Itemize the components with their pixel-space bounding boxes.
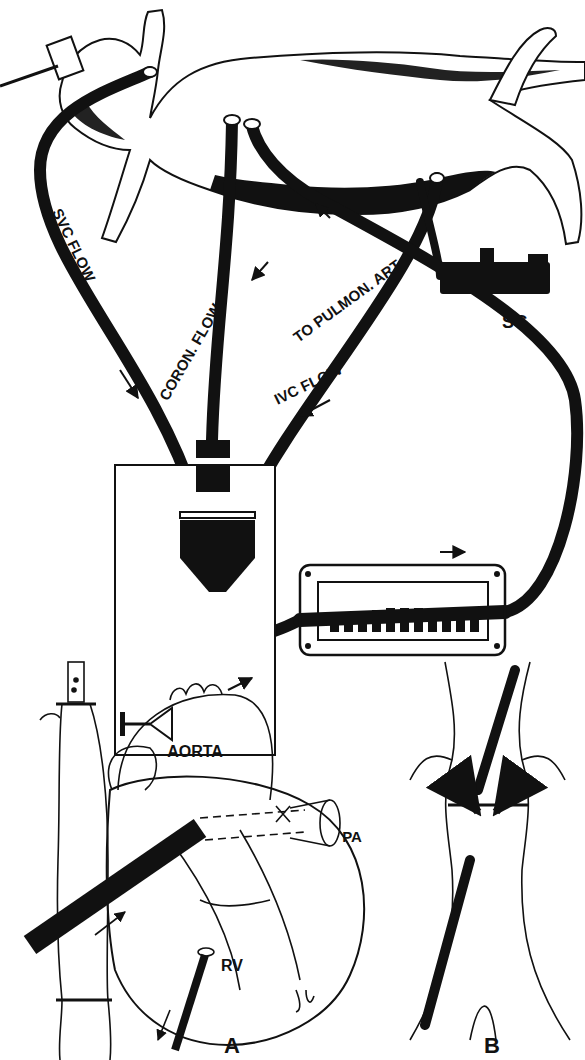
coronary-vessel (200, 900, 270, 906)
figure-label: SG (502, 313, 528, 331)
flow-arrow (316, 204, 330, 218)
sg-knob (480, 248, 494, 264)
cannula-tip (143, 67, 157, 77)
ligature (40, 714, 60, 720)
flow-arrow (440, 551, 465, 553)
cannula-dashed (200, 810, 305, 818)
ligature (448, 804, 528, 807)
pump-roller (414, 608, 423, 632)
bubble (74, 678, 78, 682)
heart-outline (107, 776, 364, 1045)
stand-clamp (150, 708, 172, 740)
pump-housing (300, 565, 505, 655)
pump-screw (305, 643, 311, 649)
flow-arrow (120, 370, 138, 398)
signature (296, 990, 314, 1012)
pump-roller (344, 614, 353, 632)
flow-arrow (496, 790, 512, 812)
rv-purse-string (198, 948, 214, 956)
sg-device (440, 248, 550, 294)
pump-roller (428, 610, 437, 632)
pump-roller (330, 618, 339, 632)
pa-cannula (30, 828, 200, 945)
flow-arrow (300, 400, 330, 416)
heart-panel (30, 662, 364, 1060)
ligature (56, 999, 112, 1002)
pump-roller (358, 612, 367, 632)
pump-roller (386, 608, 395, 632)
svc-catheter-b (478, 670, 515, 790)
pump-roller (442, 612, 451, 632)
flow-arrow (95, 912, 125, 935)
pump-roller (372, 610, 381, 632)
funnel-rim (180, 512, 255, 518)
ivc-tube (248, 178, 437, 505)
aorta (118, 694, 273, 800)
figure-label: RV (221, 958, 243, 974)
vessel-wall (519, 662, 570, 1040)
rv-catheter (175, 955, 205, 1050)
reservoir-stand (115, 440, 275, 755)
figure-label: A (224, 1035, 240, 1057)
svc-vessel (57, 704, 62, 1060)
pump-screw (494, 571, 500, 577)
roller-pump (300, 565, 505, 655)
ligature (56, 703, 96, 706)
pump-screw (494, 643, 500, 649)
flow-arrow (228, 678, 252, 690)
pump-roller (400, 608, 409, 632)
reservoir-funnel (180, 520, 255, 592)
trachea-tube (0, 66, 58, 86)
pulmonary-tube (252, 126, 577, 612)
flow-arrow (252, 262, 268, 280)
flow-arrow (462, 790, 478, 812)
stand-post (120, 712, 125, 736)
flow-arrows (120, 204, 465, 690)
coronary-chamber (196, 440, 230, 492)
stand-frame (115, 465, 275, 755)
figure-label: PA (342, 829, 362, 844)
dog-leg (490, 28, 556, 105)
bubble (72, 688, 76, 692)
pa-tie (276, 806, 290, 822)
pulmonary-artery (290, 800, 330, 846)
dog-outline (60, 10, 585, 244)
left-atrium (108, 746, 156, 790)
svc-catheter (68, 662, 84, 702)
trachea-cannula (47, 37, 84, 80)
figure-label: AORTA (167, 744, 223, 760)
sg-knob (528, 254, 548, 264)
chamber-band (196, 458, 230, 464)
ivc-catheter-b (425, 860, 470, 1025)
svc-tube (40, 72, 195, 500)
cannula-tip (244, 119, 260, 129)
pump-screw (305, 571, 311, 577)
pump-roller (456, 615, 465, 632)
cannula-tip (430, 173, 444, 183)
dog-fur (210, 171, 496, 214)
dog-body (0, 10, 585, 244)
cannula-tip (224, 115, 240, 125)
coronary-tube (212, 122, 232, 440)
sg-body (440, 262, 550, 294)
figure-label: B (484, 1035, 500, 1057)
pump-roller (470, 618, 479, 632)
vena-cava-panel (410, 662, 570, 1040)
flow-arrow (158, 1010, 170, 1040)
pump-window (318, 582, 488, 640)
pa-opening (320, 800, 340, 846)
aorta-branches (170, 684, 222, 700)
